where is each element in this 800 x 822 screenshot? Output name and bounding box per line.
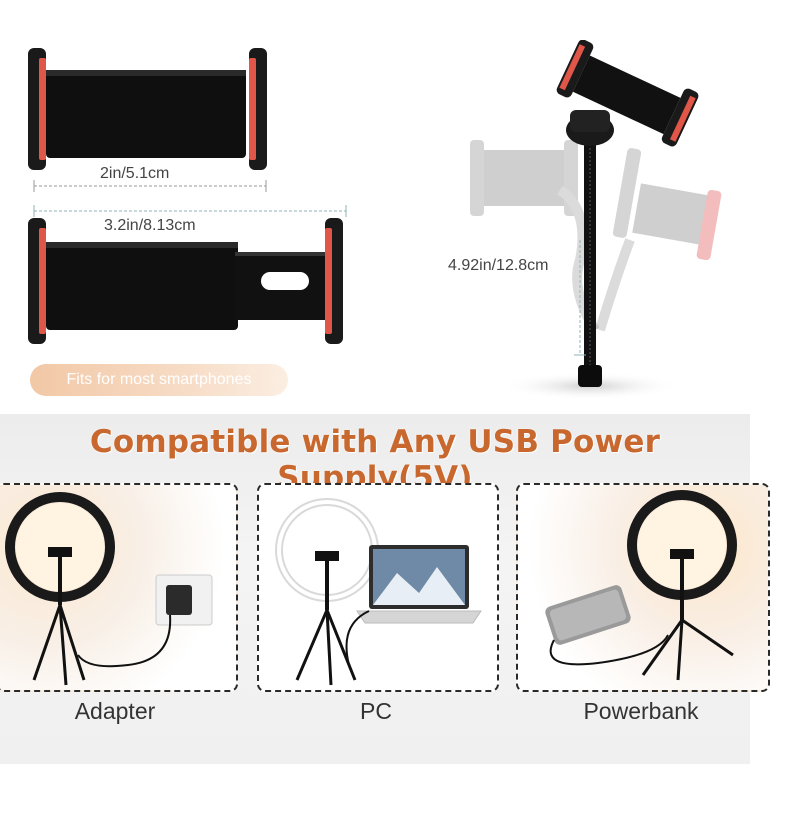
clamp-extended-illustration [28,218,343,344]
powerbank-ring-light-icon [545,490,737,681]
pc-ring-light-laptop-icon [275,498,482,686]
dimension-line-min [33,180,267,192]
adapter-label: Adapter [74,698,156,724]
width-max-label: 3.2in/8.13cm [104,217,196,234]
compatibility-headline: Compatible with Any USB Power Supply(5V) [89,424,661,496]
width-min-label: 2in/5.1cm [100,165,170,182]
adapter-panel [0,483,238,692]
powerbank-label: Powerbank [583,698,699,724]
pc-panel [257,483,499,692]
clamp-closed-illustration [28,48,267,170]
gooseneck-length-label: 4.92in/12.8cm [448,257,549,274]
gooseneck-holder-illustration [470,40,722,400]
fits-smartphones-badge: Fits for most smartphones [30,364,288,396]
adapter-ring-light-icon [5,492,213,686]
dimension-line-max [33,205,347,217]
pc-label: PC [360,698,392,724]
powerbank-panel [516,483,770,692]
